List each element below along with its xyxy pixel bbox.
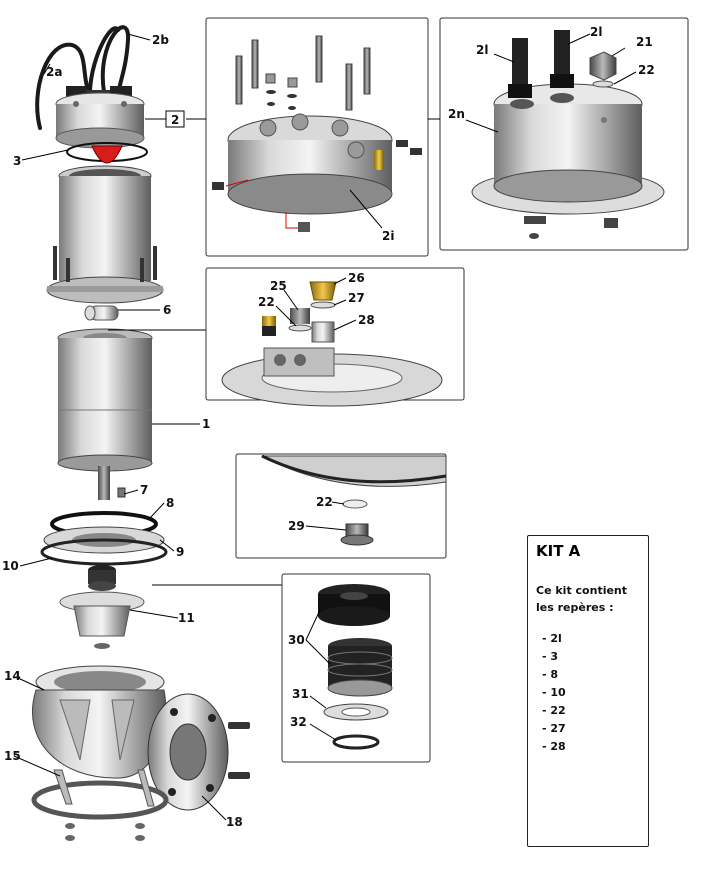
callout-22-mid: 22 bbox=[258, 295, 275, 309]
callout-25: 25 bbox=[270, 279, 287, 293]
kit-item: - 3 bbox=[542, 650, 559, 663]
left-leader-lines bbox=[13, 33, 282, 821]
callout-28: 28 bbox=[358, 313, 375, 327]
flange-assembly bbox=[40, 511, 168, 566]
pump-volute bbox=[31, 665, 167, 779]
callout-31: 31 bbox=[292, 687, 309, 701]
inset-b-leaders bbox=[465, 33, 637, 133]
callout-22-low: 22 bbox=[316, 495, 333, 509]
callout-2l-left: 2l bbox=[476, 43, 488, 57]
callout-2-box bbox=[165, 110, 185, 128]
callout-2: 2 bbox=[171, 113, 179, 127]
shaft-key bbox=[117, 487, 126, 498]
callout-26: 26 bbox=[348, 271, 365, 285]
callout-21: 21 bbox=[636, 35, 653, 49]
callout-1: 1 bbox=[202, 417, 210, 431]
callout-10: 10 bbox=[2, 559, 19, 573]
kit-description-line-1: Ce kit contient bbox=[536, 584, 628, 597]
pump-stand bbox=[31, 769, 169, 841]
callout-8: 8 bbox=[166, 496, 174, 510]
callout-30: 30 bbox=[288, 633, 305, 647]
kit-item: - 28 bbox=[542, 740, 566, 753]
mechanical-seal bbox=[88, 565, 116, 591]
inset-d-leaders bbox=[305, 501, 347, 531]
kit-item: - 22 bbox=[542, 704, 566, 717]
callout-2b: 2b bbox=[152, 33, 169, 47]
callout-2n: 2n bbox=[448, 107, 465, 121]
kit-item: - 2l bbox=[542, 632, 562, 645]
callout-14: 14 bbox=[4, 669, 21, 683]
motor-body bbox=[57, 328, 153, 500]
cable-entries-group bbox=[471, 30, 665, 239]
kit-title: KIT A bbox=[536, 542, 581, 560]
bushing bbox=[84, 305, 119, 321]
motor-cover bbox=[55, 92, 145, 149]
callout-29: 29 bbox=[288, 519, 305, 533]
callout-15: 15 bbox=[4, 749, 21, 763]
callout-2a: 2a bbox=[46, 65, 62, 79]
inset-c-leaders bbox=[275, 277, 357, 331]
kit-a-panel: KIT A Ce kit contient les repères : - 2l… bbox=[527, 535, 649, 847]
callout-11: 11 bbox=[178, 611, 195, 625]
callout-22-top: 22 bbox=[638, 63, 655, 77]
kit-item: - 27 bbox=[542, 722, 566, 735]
power-cables bbox=[35, 25, 131, 130]
callout-7: 7 bbox=[140, 483, 148, 497]
mechanical-seal-group bbox=[318, 584, 393, 750]
discharge-flange bbox=[147, 693, 250, 811]
kit-item: - 10 bbox=[542, 686, 566, 699]
kit-description-line-2: les repères : bbox=[536, 601, 614, 614]
wear-plate bbox=[59, 591, 145, 649]
callout-2l-right: 2l bbox=[590, 25, 602, 39]
callout-9: 9 bbox=[176, 545, 184, 559]
stator-housing bbox=[46, 165, 164, 304]
leader-2i bbox=[349, 189, 383, 229]
callout-3: 3 bbox=[13, 154, 21, 168]
inset-e-leaders bbox=[305, 609, 337, 741]
cover-bolts-group bbox=[212, 35, 422, 232]
fill-plugs-group bbox=[221, 281, 443, 407]
callout-6: 6 bbox=[163, 303, 171, 317]
callout-2i: 2i bbox=[382, 229, 394, 243]
drain-plug-group bbox=[261, 454, 447, 546]
kit-item: - 8 bbox=[542, 668, 559, 681]
red-seal-ring bbox=[66, 142, 148, 164]
callout-18: 18 bbox=[226, 815, 243, 829]
kit-parts-list: - 2l - 3 - 8 - 10 - 22 - 27 - 28 bbox=[542, 630, 640, 756]
callout-32: 32 bbox=[290, 715, 307, 729]
callout-27: 27 bbox=[348, 291, 365, 305]
